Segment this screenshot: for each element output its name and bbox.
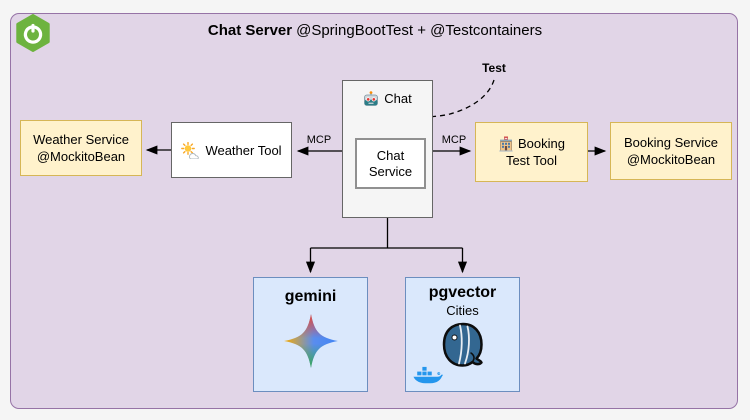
booking-tool-label-2: Test Tool (505, 153, 558, 168)
weather-service-line2: @MockitoBean (36, 149, 126, 164)
booking-service-line2: @MockitoBean (626, 152, 716, 167)
diagram-title: Chat Server@SpringBootTest + @Testcontai… (0, 22, 750, 39)
node-booking-service: Booking Service @MockitoBean (610, 122, 732, 180)
chat-service-line1: Chat (376, 147, 405, 163)
node-chat: Chat Chat Service (342, 80, 433, 218)
docker-whale-icon (413, 361, 443, 385)
booking-service-line1: Booking Service (624, 135, 718, 150)
test-label: Test (482, 61, 506, 75)
node-booking-test-tool: Booking Test Tool (475, 122, 588, 182)
title-annotations: @SpringBootTest + @Testcontainers (296, 22, 543, 39)
booking-tool-label-1: Booking (518, 136, 565, 151)
chat-label: Chat (384, 91, 412, 106)
spring-boot-logo-icon (14, 14, 52, 53)
node-weather-service: Weather Service @MockitoBean (20, 120, 142, 176)
chat-header: Chat (363, 90, 412, 107)
gemini-label: gemini (284, 288, 337, 305)
node-gemini: gemini (253, 277, 368, 392)
node-weather-tool: Weather Tool (171, 122, 292, 178)
node-pgvector: pgvector Cities (405, 277, 520, 392)
chat-service-line2: Service (368, 163, 413, 179)
mcp-label-left: MCP (306, 134, 332, 146)
weather-service-line1: Weather Service (33, 132, 129, 147)
robot-icon (363, 90, 379, 107)
hotel-icon (498, 136, 514, 152)
weather-tool-label: Weather Tool (205, 142, 282, 158)
pgvector-label: pgvector (428, 284, 497, 301)
sun-cloud-icon (181, 141, 200, 159)
gemini-star-icon (283, 305, 339, 369)
pgvector-sublabel: Cities (446, 303, 479, 318)
title-bold: Chat Server (207, 22, 293, 39)
mcp-label-right: MCP (441, 134, 467, 146)
node-chat-service: Chat Service (355, 138, 426, 189)
postgresql-elephant-icon (437, 321, 489, 371)
booking-tool-line1: Booking (498, 135, 565, 152)
